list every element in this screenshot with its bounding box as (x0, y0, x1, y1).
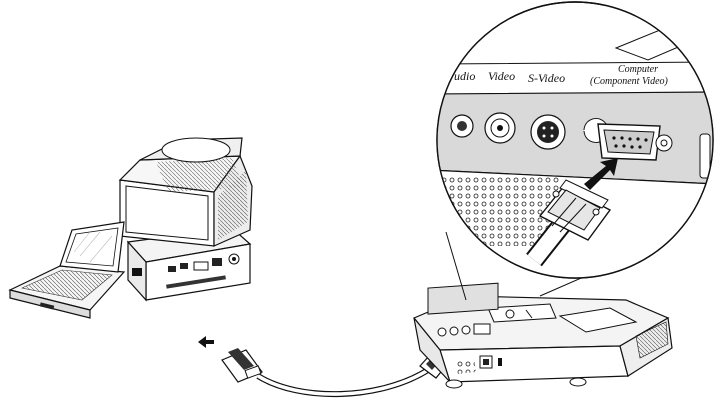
arrow-left-icon (198, 336, 214, 348)
vga-computer-cable (222, 346, 454, 394)
cable-connector-left (222, 348, 262, 382)
laptop-computer (10, 222, 124, 318)
label-s-video: S-Video (528, 71, 565, 85)
desktop-computer (120, 138, 252, 300)
video-port (485, 113, 515, 143)
label-component-video: (Component Video) (590, 76, 669, 87)
label-video: Video (488, 69, 515, 83)
label-computer: Computer (618, 64, 658, 75)
s-video-port (531, 115, 565, 149)
zoom-detail-circle: udio Video S-Video Computer (Component V… (430, 0, 716, 290)
projector (414, 283, 672, 388)
audio-port (451, 115, 473, 137)
crt-monitor (120, 138, 252, 246)
label-audio: udio (454, 69, 475, 83)
